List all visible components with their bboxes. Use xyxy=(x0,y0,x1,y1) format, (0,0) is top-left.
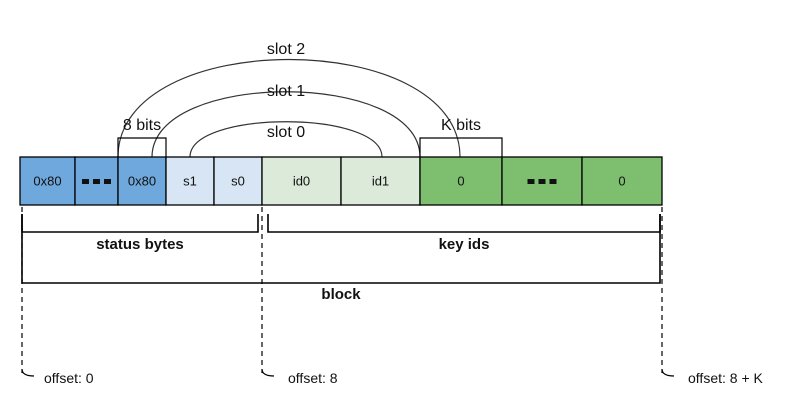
block-bracket: block xyxy=(21,214,661,303)
bits-label: 8 bits xyxy=(123,117,161,134)
cell-rect xyxy=(165,156,215,206)
ellipsis-dot xyxy=(104,179,111,184)
block-cell: id0 xyxy=(261,156,342,206)
cell-label: id1 xyxy=(372,173,389,188)
group-bracket-status-bytes: status bytes xyxy=(21,214,259,253)
bits-bracket-K-bits: K bits xyxy=(419,117,503,157)
arc-label: slot 0 xyxy=(267,124,305,141)
bracket-path xyxy=(419,137,503,157)
cell-rect xyxy=(340,156,421,206)
cell-rect xyxy=(419,156,503,206)
bits-label: K bits xyxy=(441,117,481,134)
cell-rect xyxy=(213,156,263,206)
block-cell: s0 xyxy=(213,156,263,206)
cell-label: 0x80 xyxy=(33,173,61,188)
group-bracket-key-ids: key ids xyxy=(267,214,661,253)
block-cell: s1 xyxy=(165,156,215,206)
offset-elbow xyxy=(261,368,275,377)
block-bracket-group: block xyxy=(21,214,661,303)
cell-label: 0x80 xyxy=(128,173,156,188)
offset-label: offset: 8 xyxy=(288,370,338,386)
arc-path xyxy=(117,59,461,158)
block-cell: 0 xyxy=(581,156,663,206)
slot-arc-slot-2: slot 2 xyxy=(117,41,461,158)
group-brackets-group: status bytes key ids xyxy=(21,214,661,253)
block-cell xyxy=(74,156,119,206)
slot-arc-slot-1: slot 1 xyxy=(151,83,421,158)
ellipsis-dot xyxy=(538,179,546,184)
arc-label: slot 2 xyxy=(267,41,305,58)
cell-label: 0 xyxy=(457,173,464,188)
cell-rect xyxy=(581,156,663,206)
offset-markers-group: offset: 0 offset: 8 offset: 8 + K xyxy=(21,207,764,386)
block-cell: id1 xyxy=(340,156,421,206)
cell-label: s0 xyxy=(231,173,245,188)
offset-elbow xyxy=(661,368,675,377)
slot-arc-slot-0: slot 0 xyxy=(189,121,383,158)
block-cell: 0x80 xyxy=(19,156,76,206)
ellipsis-dot xyxy=(549,179,557,184)
block-cell: 0x80 xyxy=(117,156,167,206)
ellipsis-dot xyxy=(527,179,535,184)
block-cell xyxy=(501,156,583,206)
arc-path xyxy=(189,121,383,158)
bracket-path xyxy=(21,214,259,233)
offset-label: offset: 0 xyxy=(44,370,94,386)
offset-marker: offset: 0 xyxy=(21,207,94,386)
offset-label: offset: 8 + K xyxy=(688,370,764,386)
offset-elbow xyxy=(21,368,35,377)
bracket-path xyxy=(267,214,661,233)
bracket-path xyxy=(21,214,661,284)
cell-rect xyxy=(117,156,167,206)
slot-arcs-group: slot 0 slot 1 slot 2 xyxy=(117,41,461,158)
bracket-path xyxy=(117,137,167,157)
block-cell: 0 xyxy=(419,156,503,206)
cell-rect xyxy=(261,156,342,206)
block-bracket-label: block xyxy=(321,286,361,303)
cell-label: 0 xyxy=(618,173,625,188)
arc-path xyxy=(151,91,421,158)
bits-bracket-8-bits: 8 bits xyxy=(117,117,167,157)
group-label: key ids xyxy=(439,236,490,253)
ellipsis-dot xyxy=(82,179,89,184)
ellipsis-dot xyxy=(93,179,100,184)
block-cells-group: 0x80 0x80 s1 s0 id0 id1 0 0 xyxy=(19,156,663,206)
offset-marker: offset: 8 xyxy=(261,207,338,386)
group-label: status bytes xyxy=(96,236,184,253)
cell-label: s1 xyxy=(183,173,197,188)
bit-brackets-group: 8 bits K bits xyxy=(117,117,503,157)
cell-label: id0 xyxy=(293,173,310,188)
offset-marker: offset: 8 + K xyxy=(661,207,764,386)
arc-label: slot 1 xyxy=(267,83,305,100)
